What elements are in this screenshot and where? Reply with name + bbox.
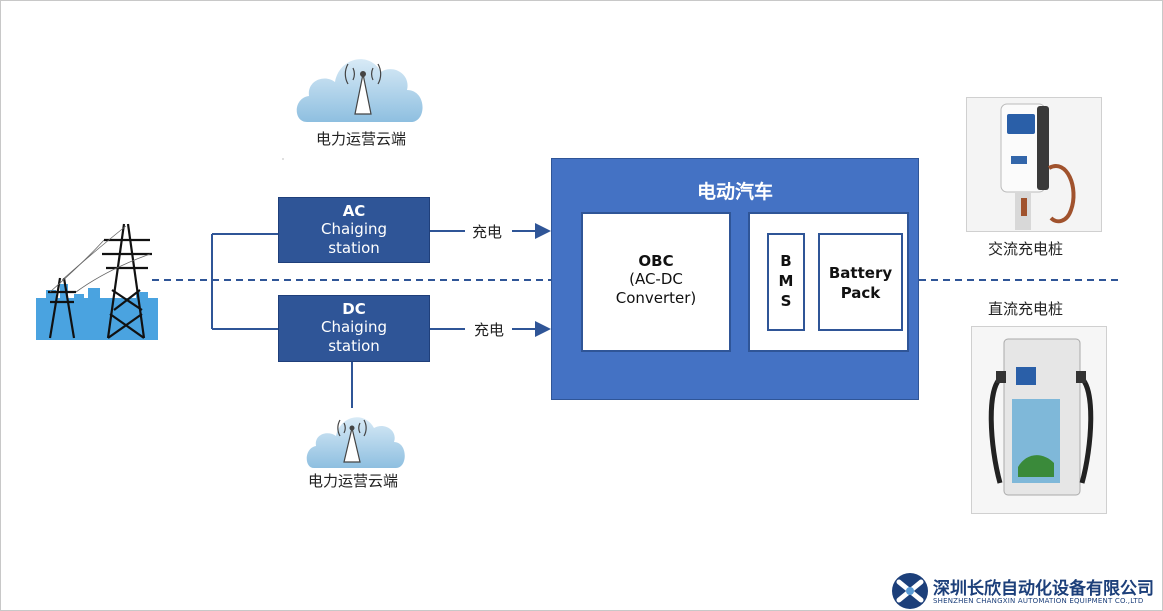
- ev-title: 电动汽车: [696, 181, 773, 203]
- dc-charger-label: 直流充电桩: [988, 300, 1064, 318]
- bms-letter-b: B: [780, 252, 792, 270]
- ac-station-title: AC: [342, 202, 366, 220]
- obc-line2: Converter): [615, 289, 697, 307]
- ac-station-line2: station: [328, 239, 380, 257]
- bms-letter-m: M: [778, 272, 794, 290]
- obc-title: OBC: [638, 252, 674, 270]
- dc-station-title: DC: [342, 300, 366, 318]
- battery-line2: Pack: [840, 284, 881, 302]
- electric-vehicle-box: 电动汽车 OBC (AC-DC Converter) B M S Battery…: [551, 158, 919, 400]
- ac-charging-station-box: AC Chaiging station: [278, 197, 430, 263]
- company-name-cn: 深圳长欣自动化设备有限公司: [933, 579, 1154, 599]
- cloud-top-label: 电力运营云端: [316, 130, 407, 148]
- company-name-en: SHENZHEN CHANGXIN AUTOMATION EQUIPMENT C…: [933, 597, 1144, 605]
- bms-letter-s: S: [780, 292, 792, 310]
- battery-line1: Battery: [828, 264, 893, 282]
- charge-label-ac: 充电: [472, 223, 503, 241]
- power-tower-icon: [36, 223, 158, 340]
- cloud-icon-top: [296, 59, 423, 122]
- bms-battery-container: B M S Battery Pack: [748, 212, 909, 352]
- dc-station-line1: Chaiging: [320, 318, 388, 336]
- charge-label-dc: 充电: [474, 321, 505, 339]
- cloud-icon-bottom: [306, 417, 405, 468]
- battery-pack-box: Battery Pack: [818, 233, 903, 331]
- dc-charger-icon: [972, 327, 1106, 513]
- obc-box: OBC (AC-DC Converter): [581, 212, 731, 352]
- dc-charging-station-box: DC Chaiging station: [278, 295, 430, 362]
- obc-line1: (AC-DC: [629, 270, 683, 288]
- ac-charger-icon: [967, 98, 1101, 231]
- ac-station-line1: Chaiging: [320, 220, 388, 238]
- bms-box: B M S: [767, 233, 805, 331]
- cloud-bottom-label: 电力运营云端: [308, 472, 399, 490]
- ac-charger-label: 交流充电桩: [988, 240, 1064, 258]
- ac-charger-image: [966, 97, 1102, 232]
- company-logo-icon: [892, 573, 928, 609]
- dc-charger-image: [971, 326, 1107, 514]
- dc-station-line2: station: [328, 337, 380, 355]
